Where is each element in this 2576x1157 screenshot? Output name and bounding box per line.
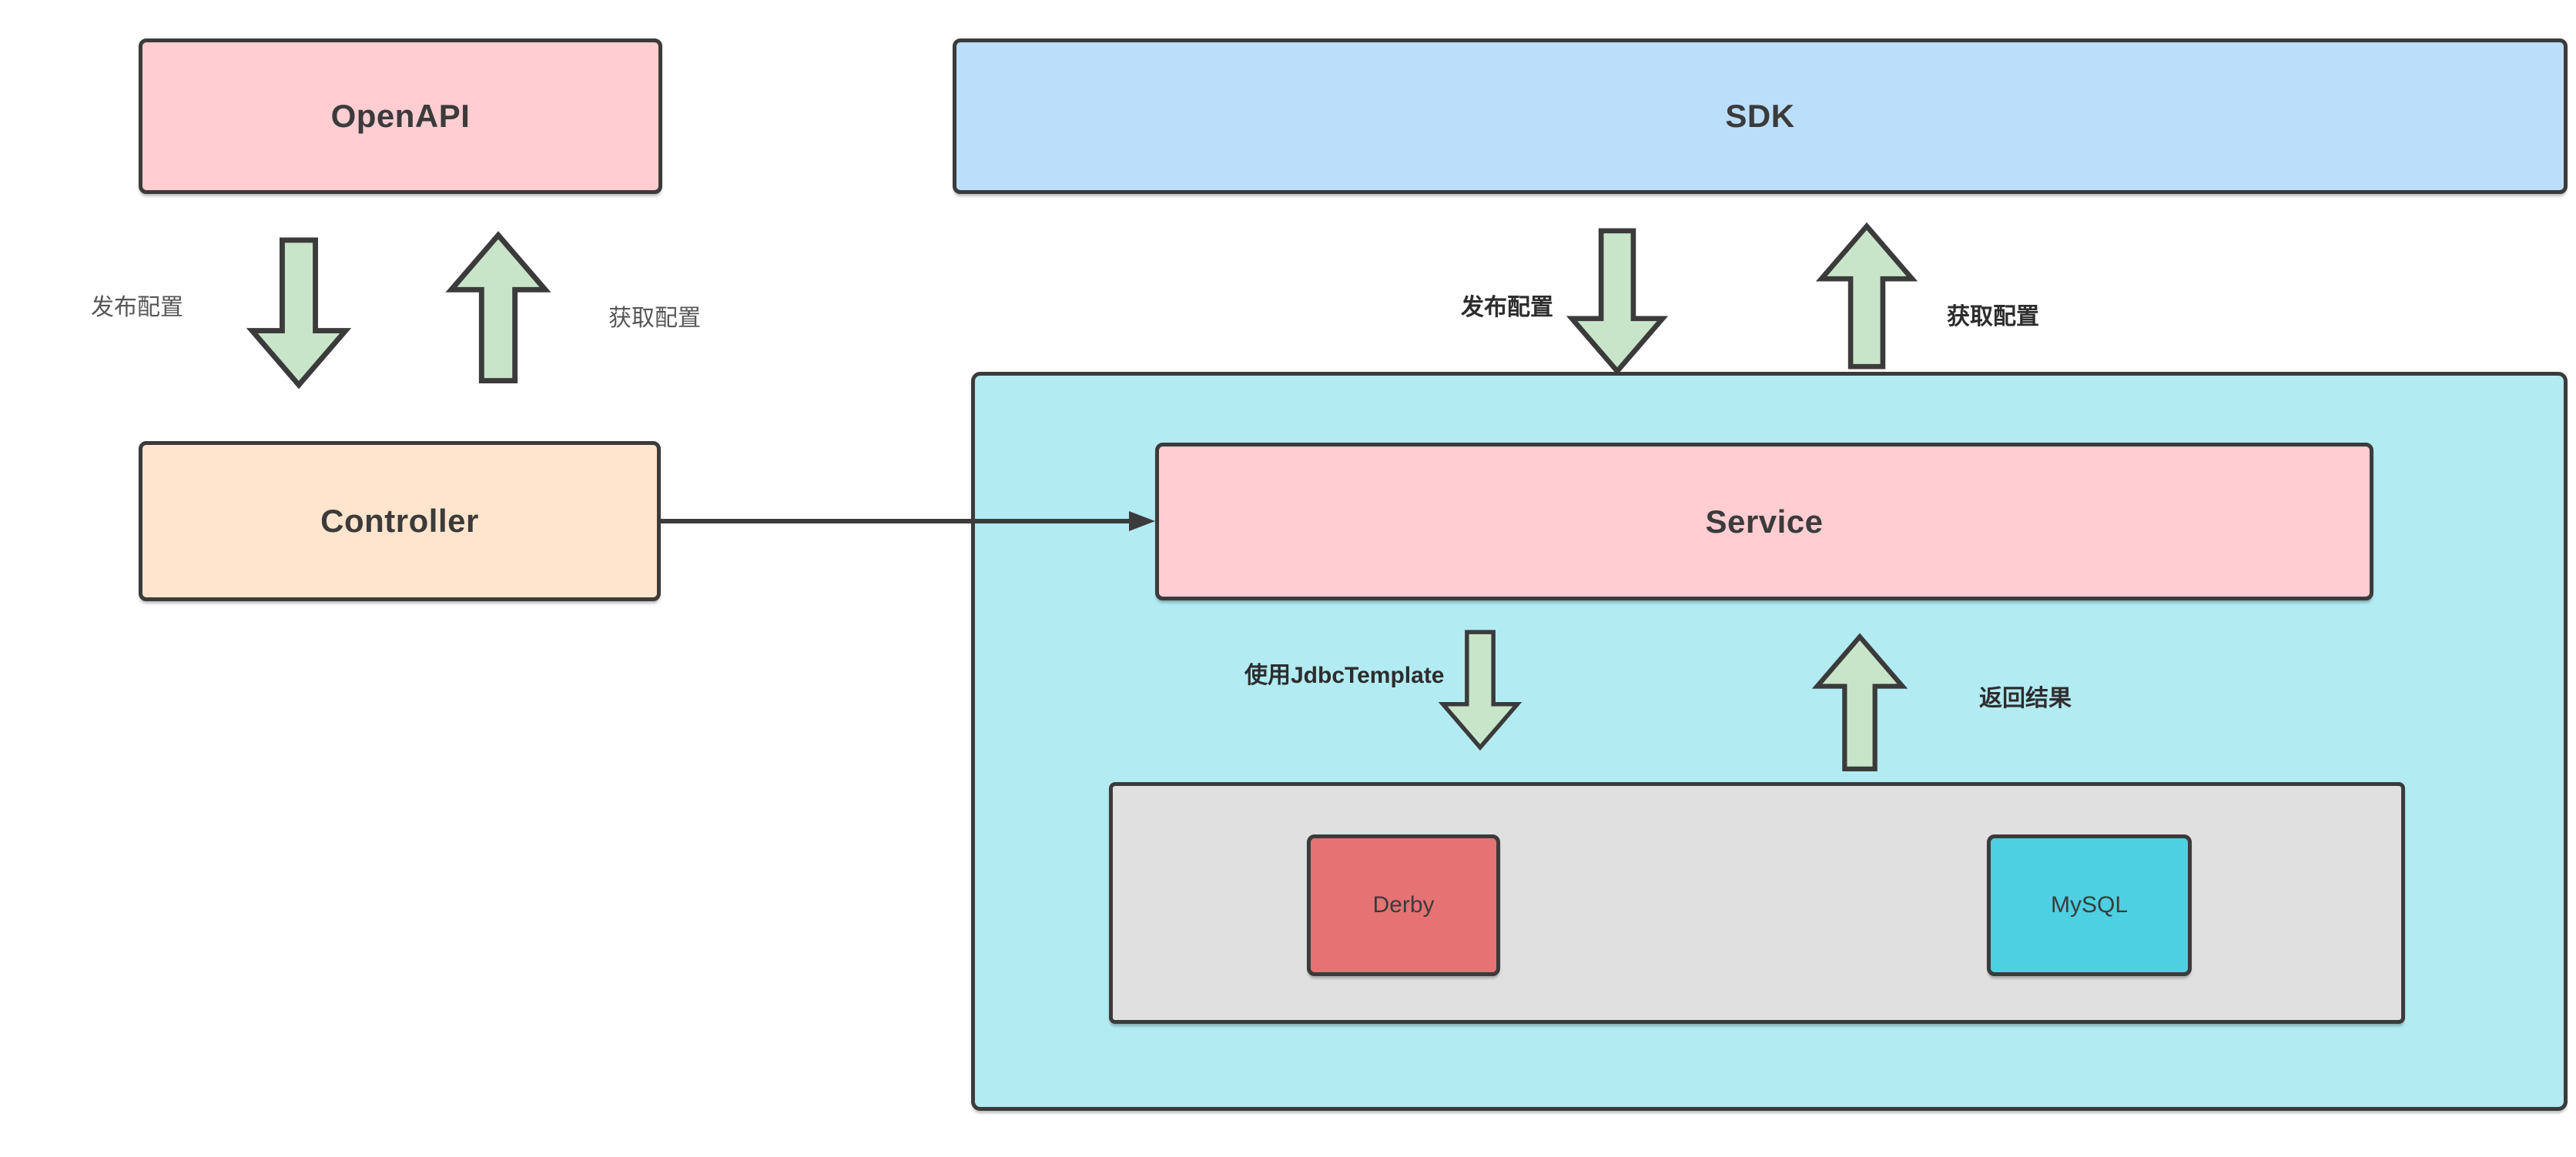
openapi-fetch-label: 获取配置 bbox=[608, 306, 701, 331]
derby-label: Derby bbox=[1372, 892, 1435, 918]
service-node: Service bbox=[1155, 443, 2373, 600]
sdk-publish-label: 发布配置 bbox=[1461, 295, 1553, 320]
service-jdbc-label: 使用JdbcTemplate bbox=[1244, 663, 1445, 688]
up-arrow-service-return-icon bbox=[1811, 633, 1908, 771]
up-arrow-shape bbox=[1815, 222, 1918, 370]
down-arrow-shape bbox=[1438, 630, 1522, 751]
down-arrow-shape bbox=[1566, 228, 1669, 376]
mysql-label: MySQL bbox=[2050, 892, 2129, 918]
mysql-node: MySQL bbox=[1987, 834, 2192, 976]
sdk-label: SDK bbox=[1725, 98, 1795, 134]
down-arrow-sdk-publish-icon bbox=[1566, 228, 1669, 376]
service-label: Service bbox=[1705, 503, 1824, 540]
up-arrow-shape bbox=[445, 231, 551, 383]
up-arrow-shape bbox=[1811, 633, 1908, 771]
controller-label: Controller bbox=[320, 503, 479, 539]
controller-to-service-connector-line bbox=[659, 519, 1132, 523]
up-arrow-sdk-fetch-icon bbox=[1815, 222, 1918, 370]
down-arrow-service-jdbc-icon bbox=[1438, 630, 1522, 751]
controller-node: Controller bbox=[139, 441, 661, 601]
service-return-label: 返回结果 bbox=[1979, 686, 2072, 711]
derby-node: Derby bbox=[1307, 834, 1500, 976]
down-arrow-openapi-publish-icon bbox=[246, 237, 352, 390]
openapi-publish-label: 发布配置 bbox=[91, 295, 183, 320]
up-arrow-openapi-fetch-icon bbox=[445, 231, 551, 383]
down-arrow-shape bbox=[246, 237, 352, 390]
database-panel bbox=[1109, 782, 2405, 1024]
openapi-node: OpenAPI bbox=[139, 38, 662, 194]
sdk-fetch-label: 获取配置 bbox=[1947, 304, 2039, 329]
openapi-label: OpenAPI bbox=[330, 98, 471, 134]
sdk-node: SDK bbox=[953, 38, 2568, 194]
controller-to-service-arrowhead-icon bbox=[1129, 511, 1155, 531]
